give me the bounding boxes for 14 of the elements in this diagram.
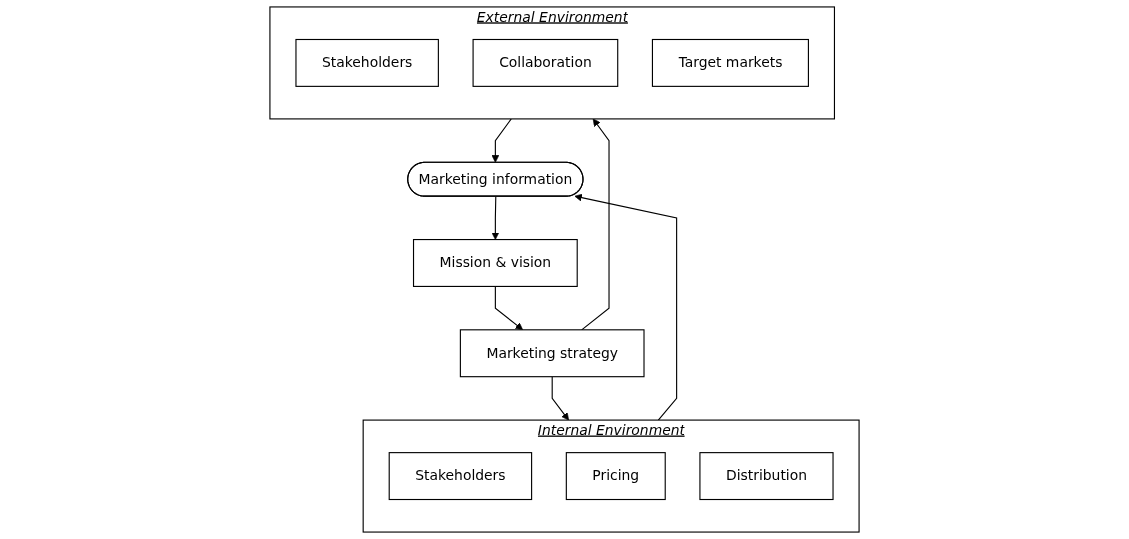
arrow — [574, 193, 678, 421]
node-box: Mission & vision — [412, 239, 578, 287]
node-box: Stakeholders — [295, 38, 439, 87]
node-box: Distribution — [699, 452, 834, 501]
arrow — [551, 376, 569, 421]
node-box: Pricing — [565, 452, 666, 501]
arrow — [491, 118, 512, 163]
node-box: Target markets — [651, 38, 809, 87]
arrow — [581, 118, 610, 331]
arrow — [491, 196, 500, 240]
node-box: Collaboration — [472, 38, 619, 87]
node-box: Marketing strategy — [459, 329, 645, 378]
arrow — [494, 285, 524, 331]
node-box: Stakeholders — [388, 452, 533, 501]
